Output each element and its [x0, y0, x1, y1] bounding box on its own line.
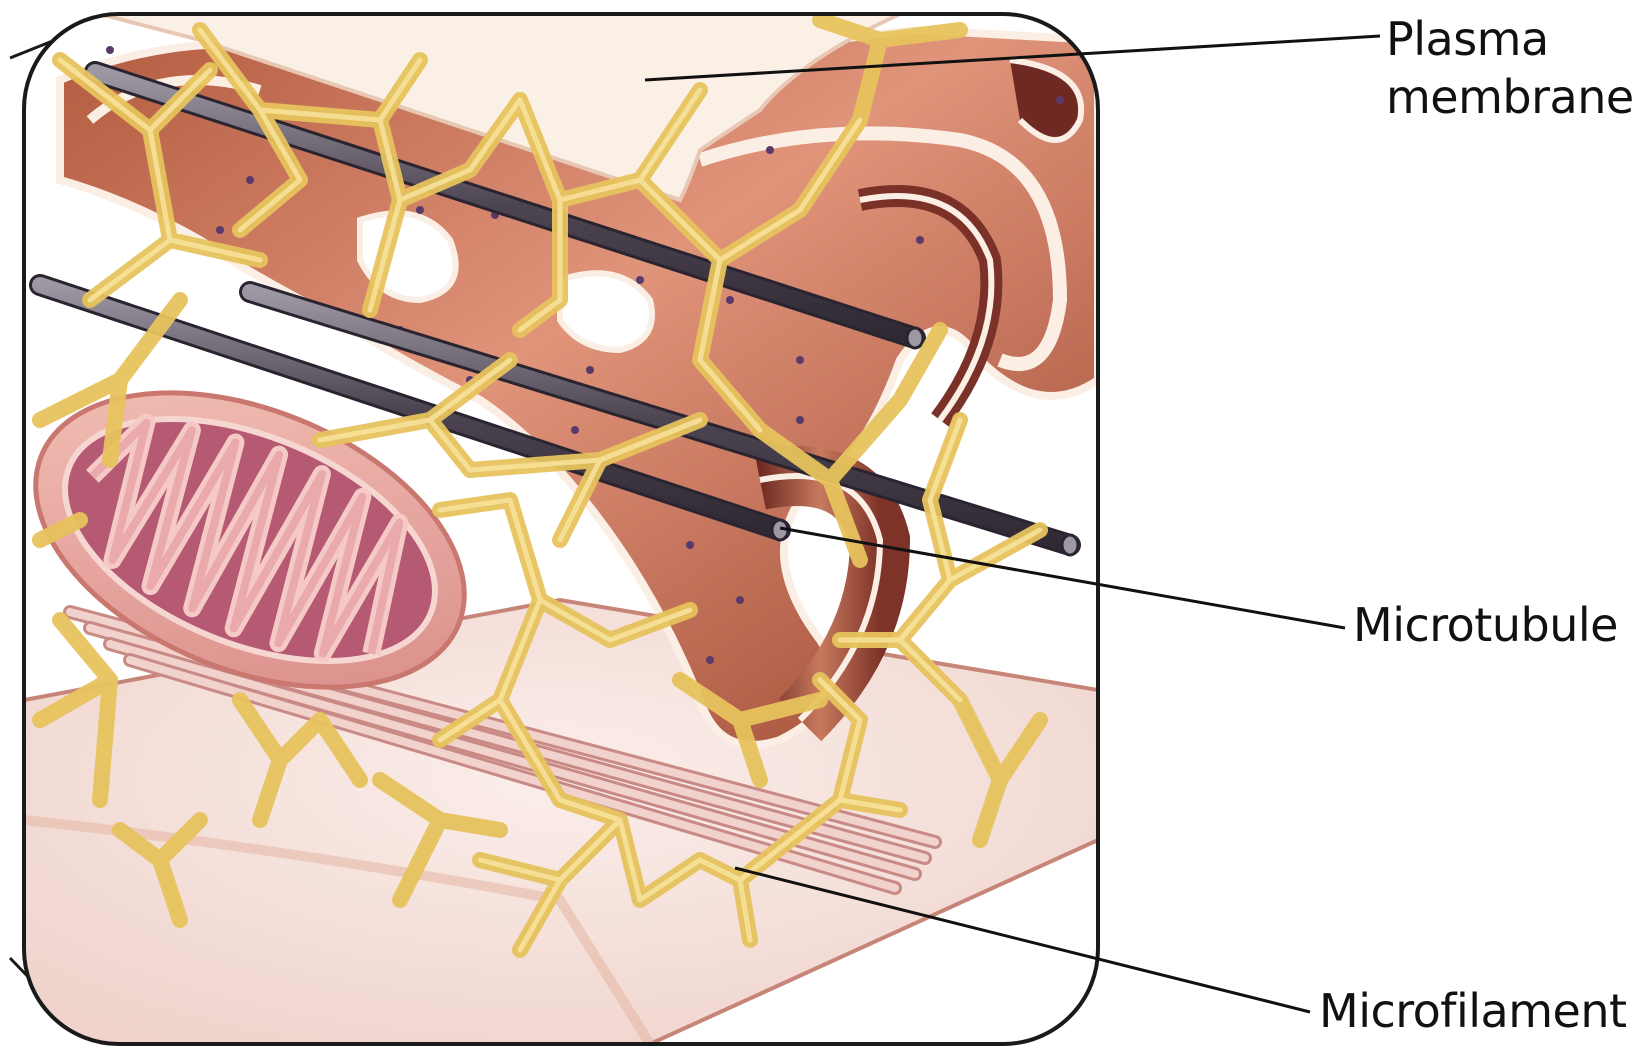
label-plasma-membrane: Plasma membrane [1386, 10, 1634, 126]
label-microfilament: Microfilament [1319, 982, 1627, 1040]
cell-interior [0, 14, 1098, 1044]
label-plasma-membrane-line2: membrane [1386, 68, 1634, 126]
label-plasma-membrane-line1: Plasma [1386, 10, 1634, 68]
label-microtubule: Microtubule [1353, 596, 1618, 654]
